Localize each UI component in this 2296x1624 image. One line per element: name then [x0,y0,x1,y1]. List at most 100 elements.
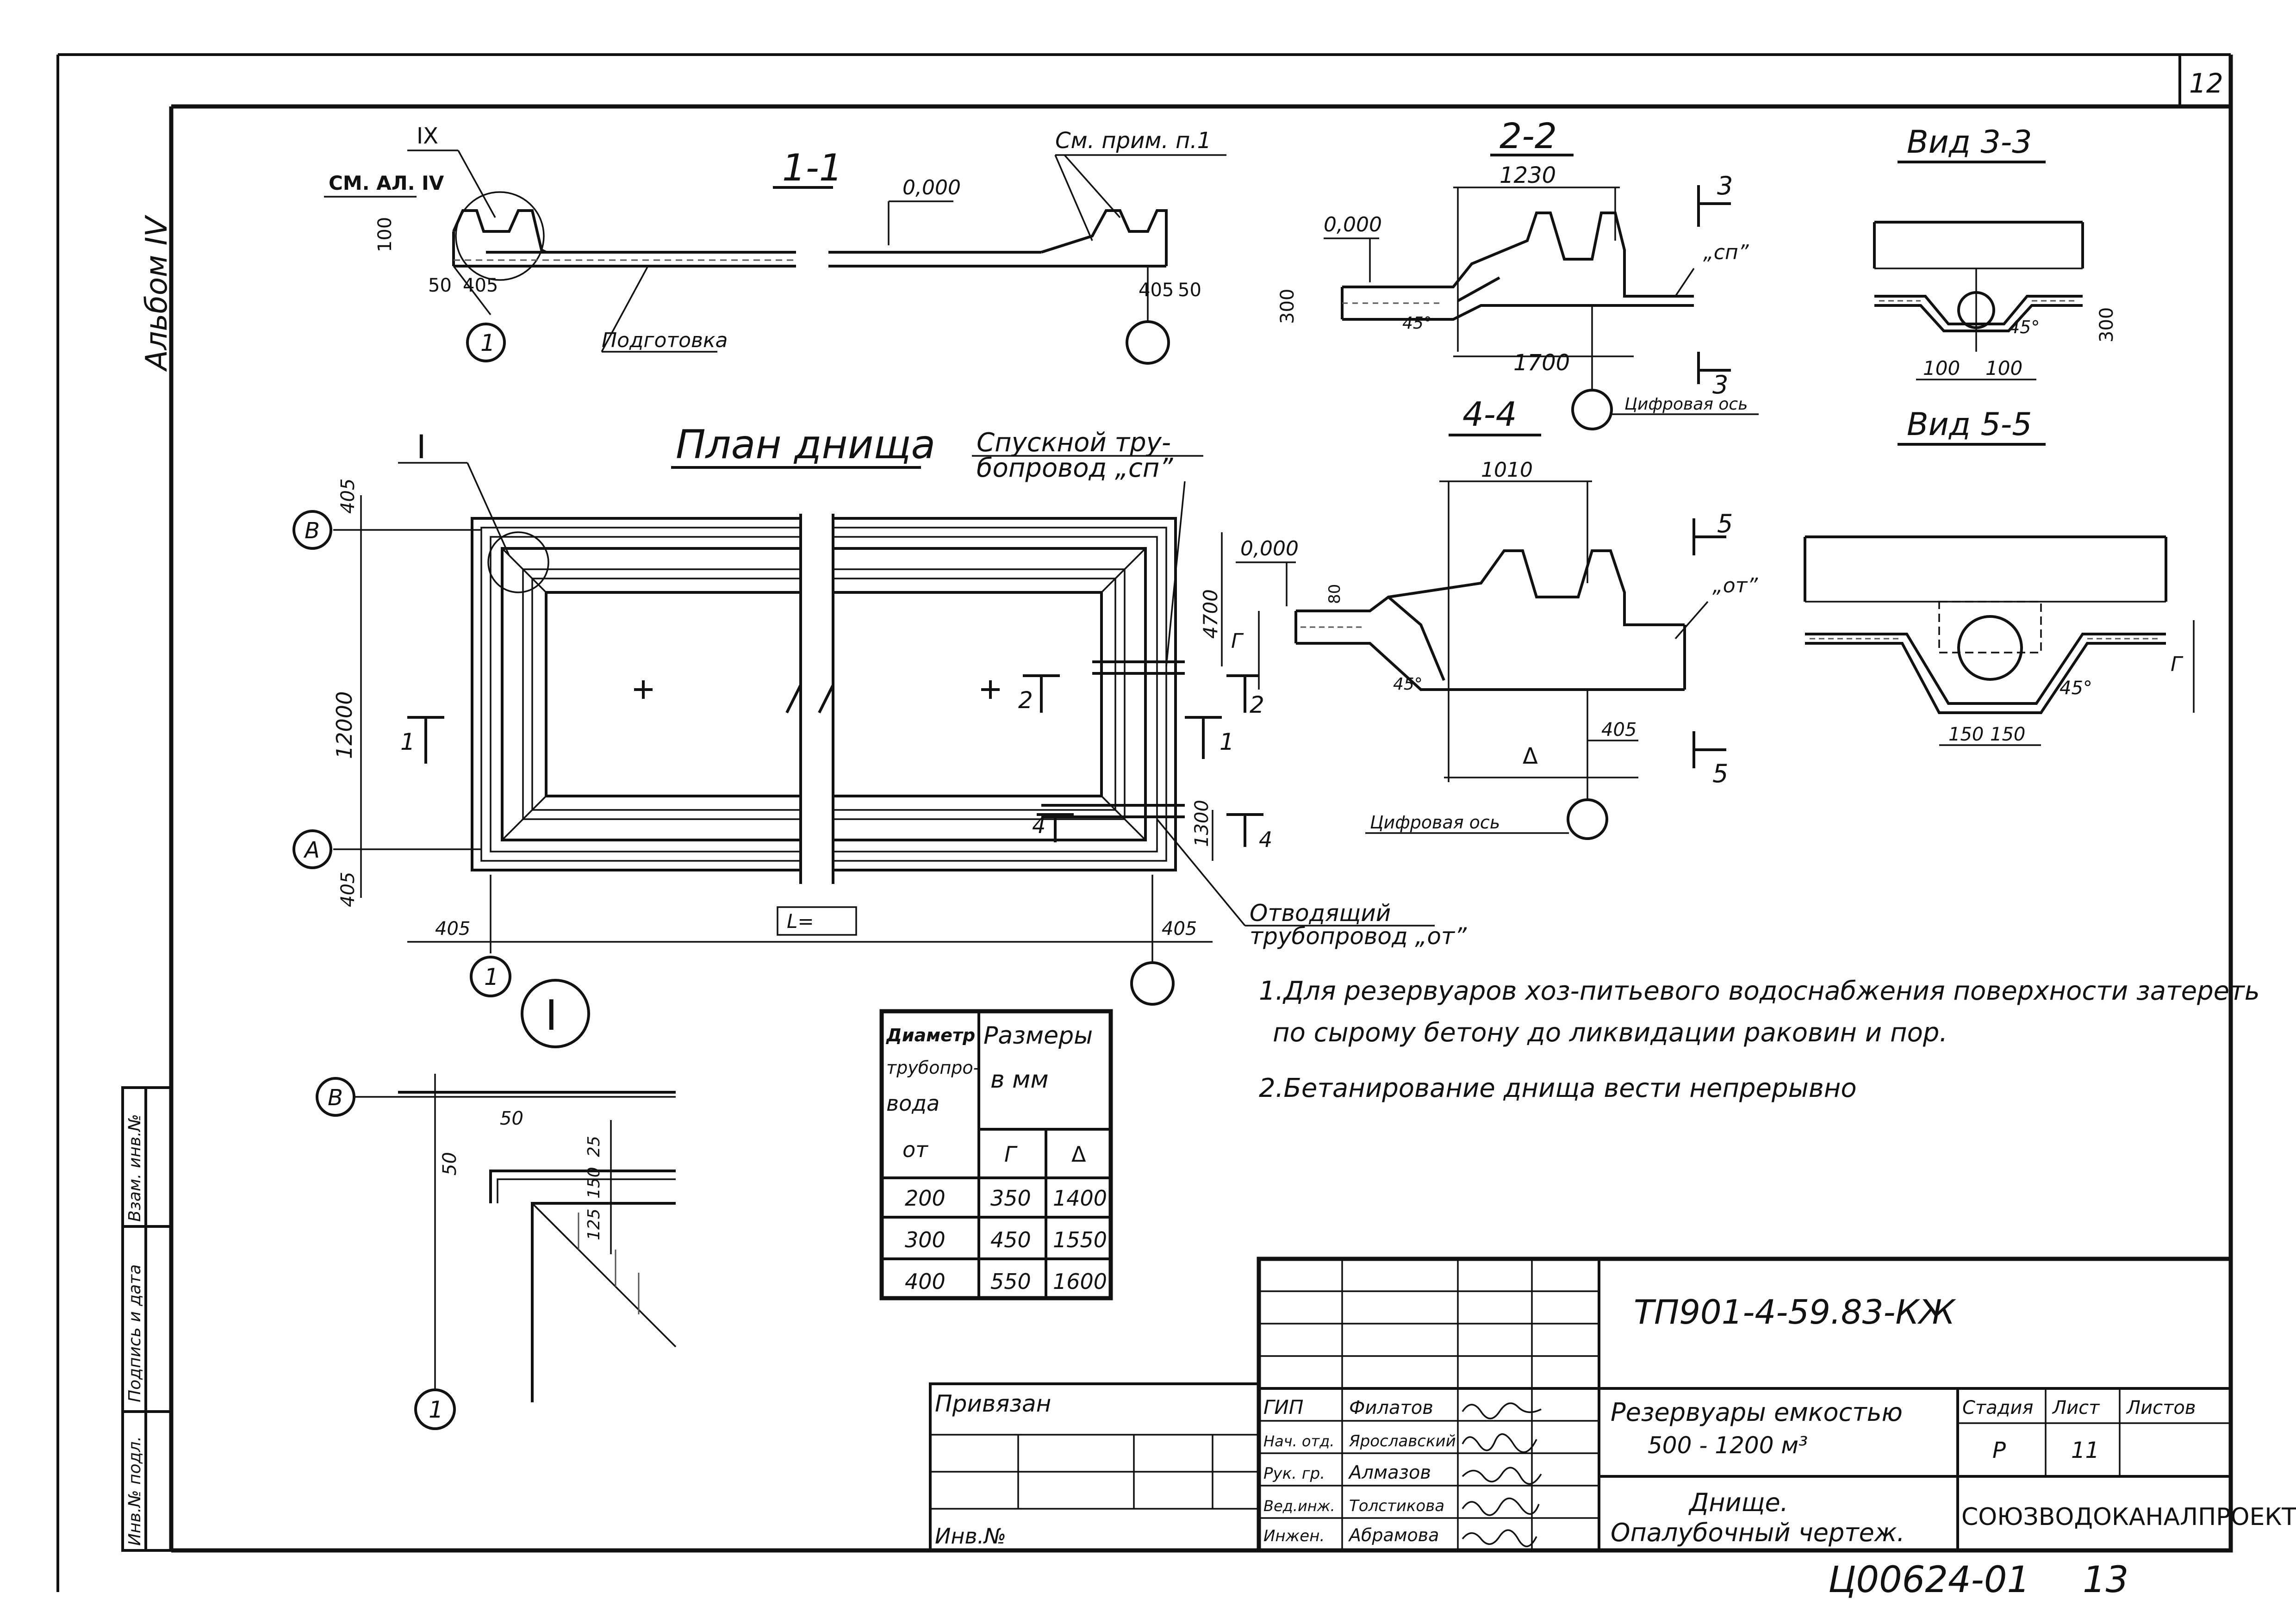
tb-staff-role-5: Инжен. [1263,1527,1325,1545]
tb-col-sheets: Листов [2126,1397,2196,1419]
pipe-ot: „от” [1712,574,1758,597]
dim-405-plan-left: 405 [435,918,470,940]
dim-50-left: 50 [428,275,452,296]
drain-pipe-line-2: бопровод „сп” [977,453,1173,483]
node-d125: 125 [585,1208,604,1240]
dimension-table: Диаметр трубопро- вода от Размеры в мм Г… [879,1009,1113,1300]
node-d50-top: 50 [500,1108,523,1129]
dim-1230: 1230 [1500,162,1556,188]
node-I: I В 50 50 25 150 125 1 [316,979,677,1430]
node-I-circle [521,979,590,1048]
tb-project-2: 500 - 1200 м³ [1648,1432,1808,1459]
dim-100: 100 [374,217,396,252]
tb-staff-role-3: Рук. гр. [1263,1464,1325,1483]
plan-title: План днища [676,422,935,468]
dim-405-plan-top: 405 [337,479,359,514]
sheet-corner-number: 12 [2189,68,2223,99]
section-1-1-title: 1-1 [782,146,843,189]
tb-staff-name-4: Толстикова [1349,1497,1444,1515]
tb-staff-role-4: Вед.инж. [1263,1497,1335,1515]
tb-staff-name-2: Ярославский [1349,1432,1456,1450]
tb-inv: Инв.№ [935,1524,1006,1549]
side-stamp: Инв.№ подл. Подпись и дата Взам. инв.№ [121,1086,173,1552]
dim-300-2: 300 [1277,289,1298,324]
tb-stage: Р [1992,1437,2006,1463]
plan-cut-1-right: 1 [1220,728,1234,755]
plan-cut-4-left: 4 [1032,813,1045,838]
cut-5-bottom: 5 [1712,759,1728,788]
table-r2-c3: 1550 [1053,1227,1107,1252]
tb-sheet-no: 11 [2071,1437,2099,1463]
angle-45-4: 45° [1393,675,1423,694]
archive-number: Ц00624-01 [1828,1559,2030,1601]
drain-pipe-line-1: Спускной тру- [977,428,1171,458]
pipe-sp: „сп” [1703,241,1749,264]
axis-bubble-right [1126,320,1170,365]
label-preparation: Подготовка [602,329,728,352]
angle-45-2: 45° [1402,314,1432,333]
axis-bubble-2-2 [1571,389,1613,430]
album-label: Альбом IV [140,214,174,372]
tb-staff-name-3: Алмазов [1348,1462,1431,1483]
dim-D-4: Δ [1523,743,1538,769]
signature-3 [1462,1467,1542,1485]
table-sub-D: Δ [1071,1142,1086,1167]
tb-sheet-2: Опалубочный чертеж. [1611,1518,1905,1547]
title-block: ТП901-4-59.83-КЖ Резервуары емкостью 500… [929,1257,2296,1553]
level-0000-4: 0,000 [1240,537,1299,560]
dim-405-4: 405 [1601,719,1636,740]
outlet-pipe-line-1: Отводящий [1250,900,1391,927]
dim-100-left: 100 [1923,357,1960,380]
plan-axis-A: А [303,837,320,863]
side-stamp-replace: Взам. инв.№ [125,1114,144,1222]
notes: 1.Для резервуаров хоз-питьевого водоснаб… [1259,976,2260,1103]
dim-405-right: 405 [1139,280,1174,301]
angle-45-3: 45° [2009,317,2040,337]
plan-axis-1: 1 [484,964,499,990]
signature-1 [1462,1402,1542,1419]
signature-5 [1462,1529,1537,1548]
signature-2 [1462,1433,1537,1453]
cut-3-bottom: 3 [1712,370,1728,399]
level-0000-2: 0,000 [1324,213,1382,236]
node-I-title: I [545,991,558,1040]
node-d50-left: 50 [439,1152,460,1176]
plan-cut-2-right: 2 [1250,691,1264,718]
table-r1-c1: 200 [905,1186,946,1211]
note-1a: 1.Для резервуаров хоз-питьевого водоснаб… [1259,976,2260,1006]
archive-sheet: 13 [2083,1559,2128,1601]
section-1-1: 1-1 IX СМ. АЛ. IV 100 50 405 1 Подготовк… [324,123,1226,365]
table-head-col1-line4: от [902,1137,928,1162]
plan-axis-1-bubble [470,956,511,997]
digital-axis-2: Цифровая ось [1370,812,1500,833]
tb-staff-role-2: Нач. отд. [1263,1432,1334,1450]
level-0000: 0,000 [902,176,961,199]
tb-bound: Привязан [935,1390,1051,1417]
dim-G-5: Г [2171,653,2184,676]
side-stamp-sign: Подпись и дата [125,1264,144,1402]
node-d25: 25 [585,1136,604,1157]
tb-project-1: Резервуары емкостью [1611,1398,1903,1427]
axis-1-bubble [466,323,506,362]
note-1b: по сырому бетону до ликвидации раковин и… [1273,1018,1948,1048]
ref-ix: IX [417,123,438,149]
plan-cut-1-left: 1 [400,728,415,755]
see-note: См. прим. п.1 [1055,128,1211,154]
node-axis-1: 1 [429,1396,443,1423]
table-sub-G: Г [1004,1142,1018,1167]
ref-note: СМ. АЛ. IV [329,172,444,194]
dim-G-4: Г [1231,629,1244,653]
dim-300-3: 300 [2096,307,2117,342]
dim-80: 80 [1325,584,1344,604]
dim-1700: 1700 [1513,350,1570,376]
node-axis-B: В [328,1085,343,1111]
tb-staff-name-1: Филатов [1349,1397,1433,1419]
axis-bubble-4-4 [1567,798,1608,840]
signature-4 [1462,1497,1540,1516]
node-axis-1-bubble [414,1388,456,1430]
tb-col-sheet: Лист [2052,1397,2100,1419]
outlet-pipe-line-2: трубопровод „от” [1250,923,1467,950]
dim-4700: 4700 [1199,589,1222,639]
table-r3-c1: 400 [905,1269,946,1294]
